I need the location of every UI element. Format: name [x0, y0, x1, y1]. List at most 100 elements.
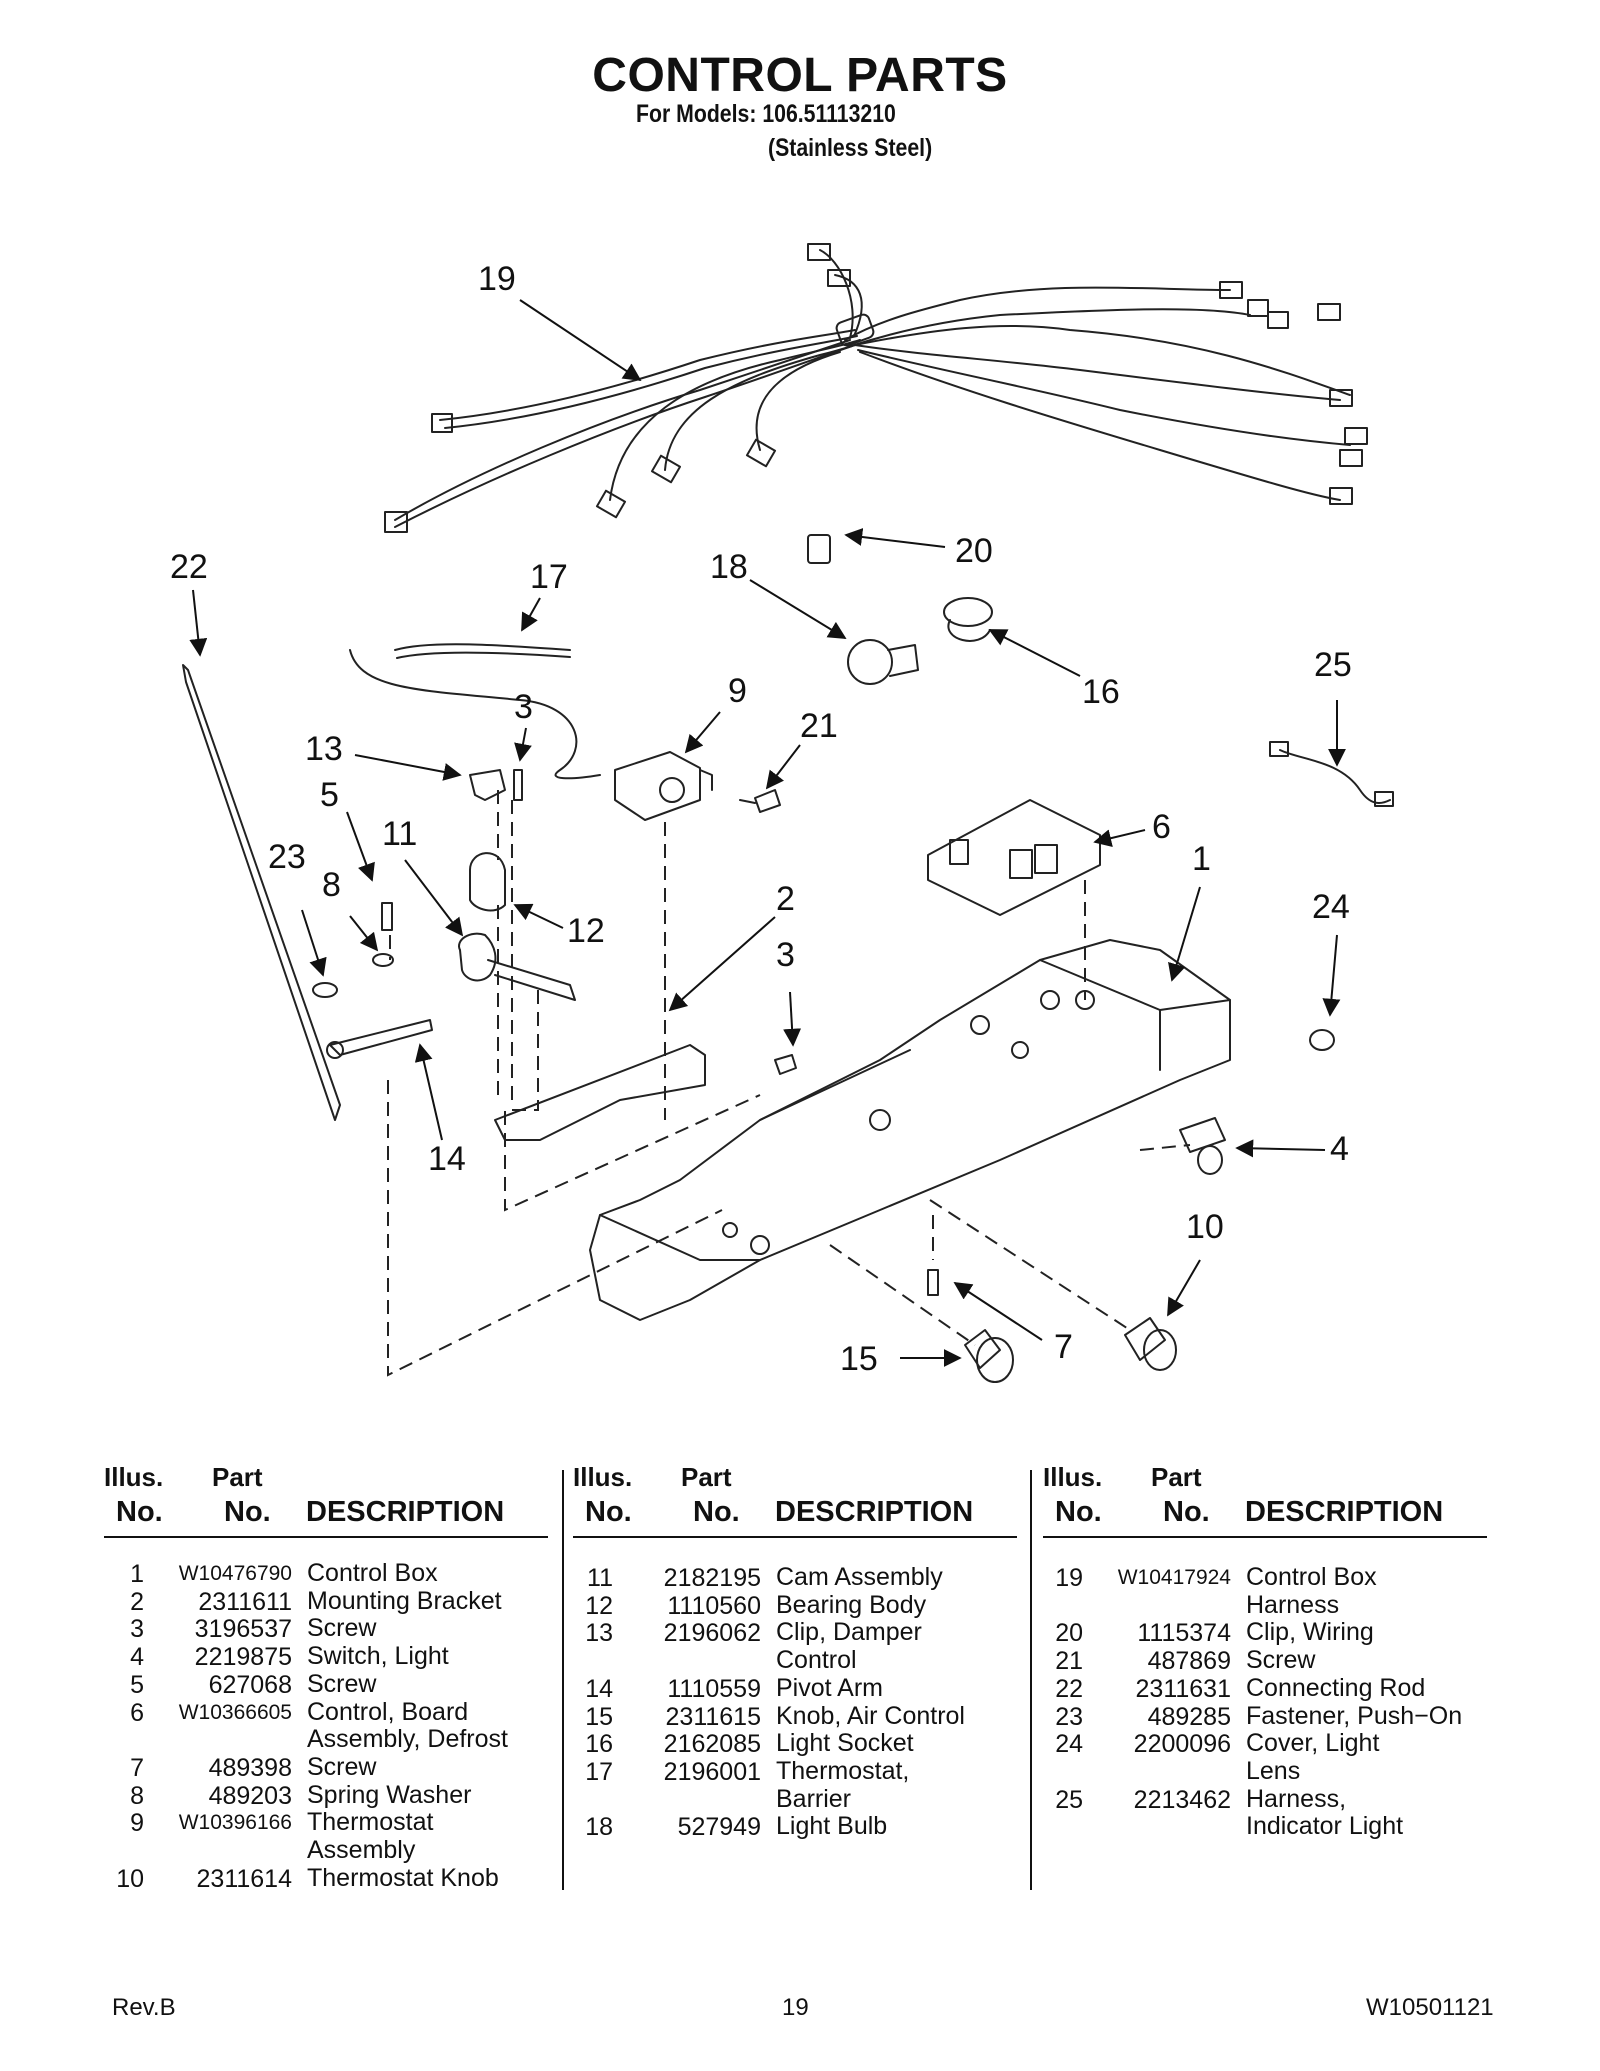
description-line: Screw — [307, 1752, 377, 1781]
illus-number: 18 — [585, 1813, 613, 1842]
header-description: DESCRIPTION — [775, 1496, 974, 1528]
header-part-no: No. — [693, 1496, 740, 1528]
header-illus: Illus. — [1043, 1462, 1103, 1492]
illus-number: 11 — [587, 1564, 613, 1592]
illus-number: 2 — [130, 1587, 144, 1616]
header-rule — [573, 1536, 1017, 1538]
description-line: Fastener, Push−On — [1246, 1701, 1463, 1730]
part-number: 3196537 — [194, 1615, 292, 1644]
column-divider-2 — [1030, 1470, 1032, 1890]
description-line: Screw — [307, 1614, 377, 1643]
illus-number: 19 — [1055, 1564, 1083, 1592]
indicator-harness-drawing — [1279, 749, 1391, 804]
description-line: Indicator Light — [1246, 1812, 1404, 1841]
description-line: Switch, Light — [307, 1642, 449, 1671]
control-box-harness-drawing — [384, 243, 1368, 533]
header-part-no: No. — [1163, 1496, 1210, 1528]
illus-number: 1 — [130, 1560, 144, 1588]
part-description: Screw — [1246, 1646, 1316, 1675]
illus-number: 17 — [585, 1757, 613, 1786]
description-line: Barrier — [776, 1784, 852, 1813]
description-line: Harness, — [1246, 1784, 1347, 1813]
part-number: 2213462 — [1133, 1785, 1231, 1814]
pivot-arm-drawing — [329, 1019, 433, 1056]
illus-number: 10 — [116, 1864, 144, 1893]
part-description: Thermostat,Barrier — [776, 1757, 909, 1813]
description-line: Control — [776, 1646, 857, 1675]
callout-21: 21 — [800, 707, 838, 745]
part-description: Screw — [307, 1670, 376, 1699]
callout-25: 25 — [1314, 646, 1352, 684]
part-description: Thermostat Knob — [307, 1864, 499, 1893]
illus-number: 4 — [130, 1643, 144, 1672]
callout-3-mid: 3 — [776, 936, 795, 974]
callout-10: 10 — [1186, 1208, 1224, 1246]
header-illus-no: No. — [585, 1496, 632, 1528]
part-number: 2311631 — [1135, 1674, 1231, 1703]
screw-21-drawing — [739, 789, 781, 813]
light-socket-drawing — [943, 597, 993, 642]
callout-7: 7 — [1054, 1328, 1073, 1366]
part-number: W10396166 — [178, 1811, 292, 1835]
illus-number: 24 — [1055, 1730, 1083, 1759]
part-description: Fastener, Push−On — [1246, 1701, 1463, 1731]
callout-20: 20 — [955, 532, 993, 570]
part-number: 489285 — [1147, 1702, 1231, 1731]
callout-22: 22 — [170, 548, 208, 586]
callout-1: 1 — [1192, 840, 1211, 878]
mounting-bracket-drawing — [494, 1044, 706, 1141]
part-number: 2196062 — [663, 1619, 761, 1648]
callout-17: 17 — [530, 558, 568, 596]
barrier-tube-drawing — [394, 643, 571, 659]
description-line: Harness — [1246, 1590, 1340, 1619]
callout-5: 5 — [320, 776, 339, 814]
lens-cover-drawing — [1309, 1029, 1335, 1051]
illus-number: 25 — [1055, 1785, 1083, 1814]
description-line: Screw — [1246, 1646, 1316, 1675]
header-illus-no: No. — [1055, 1496, 1102, 1528]
description-line: Light Socket — [776, 1729, 914, 1758]
callout-6: 6 — [1152, 808, 1171, 846]
part-number: 2311615 — [665, 1702, 761, 1731]
callout-12: 12 — [567, 912, 605, 950]
description-line: Clip, Wiring — [1246, 1618, 1374, 1647]
part-number: W10417924 — [1117, 1566, 1231, 1589]
header-part-no: No. — [224, 1496, 271, 1528]
callout-16: 16 — [1082, 673, 1120, 711]
part-description: Mounting Bracket — [307, 1586, 502, 1616]
part-number: 2311611 — [198, 1587, 292, 1616]
part-number: 527949 — [677, 1813, 761, 1842]
part-description: Bearing Body — [776, 1591, 926, 1620]
cam-assembly-drawing — [458, 932, 576, 1001]
illus-number: 7 — [130, 1753, 144, 1782]
illus-number: 20 — [1055, 1619, 1083, 1648]
illus-number: 6 — [130, 1698, 144, 1727]
description-line: Light Bulb — [776, 1812, 888, 1841]
part-number: 489203 — [208, 1781, 292, 1810]
part-description: Cam Assembly — [776, 1563, 943, 1592]
part-description: Switch, Light — [307, 1642, 449, 1671]
description-line: Mounting Bracket — [307, 1586, 502, 1615]
air-control-knob-drawing — [964, 1329, 1014, 1383]
parts-table-row: 18 527949 Light Bulb — [573, 1812, 1018, 1842]
part-number: 1110559 — [667, 1674, 761, 1703]
callout-11: 11 — [382, 815, 417, 853]
thermostat-knob-drawing — [1124, 1317, 1177, 1371]
